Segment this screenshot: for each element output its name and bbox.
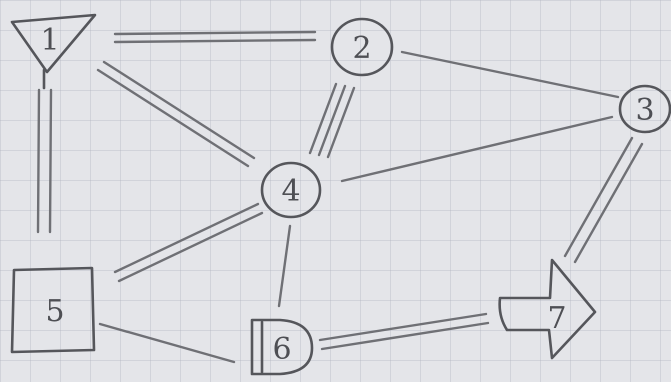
node-6: 6: [250, 318, 314, 376]
edge-2-3: [400, 50, 620, 99]
edge-2-4: [308, 82, 356, 159]
node-5-label: 5: [45, 294, 64, 329]
node-4: 4: [260, 161, 322, 219]
node-6-label: 6: [272, 332, 291, 367]
node-2: 2: [330, 17, 394, 77]
node-7-label: 7: [547, 301, 566, 336]
edge-4-5: [113, 202, 264, 283]
node-4-label: 4: [281, 174, 300, 209]
node-1-label: 1: [40, 23, 59, 58]
edge-5-6: [98, 322, 236, 364]
edge-1-2: [113, 30, 317, 44]
node-1: 1: [10, 13, 97, 90]
node-3-label: 3: [635, 93, 654, 128]
node-2-label: 2: [352, 31, 371, 66]
edge-3-7: [563, 136, 644, 264]
edge-4-3: [340, 115, 614, 183]
edge-6-7: [318, 312, 490, 351]
edge-4-6: [277, 224, 292, 308]
edge-1-4: [96, 60, 256, 168]
node-5: 5: [10, 266, 96, 354]
edge-1-5: [36, 88, 53, 234]
node-3: 3: [618, 84, 671, 134]
node-7: 7: [498, 258, 597, 360]
